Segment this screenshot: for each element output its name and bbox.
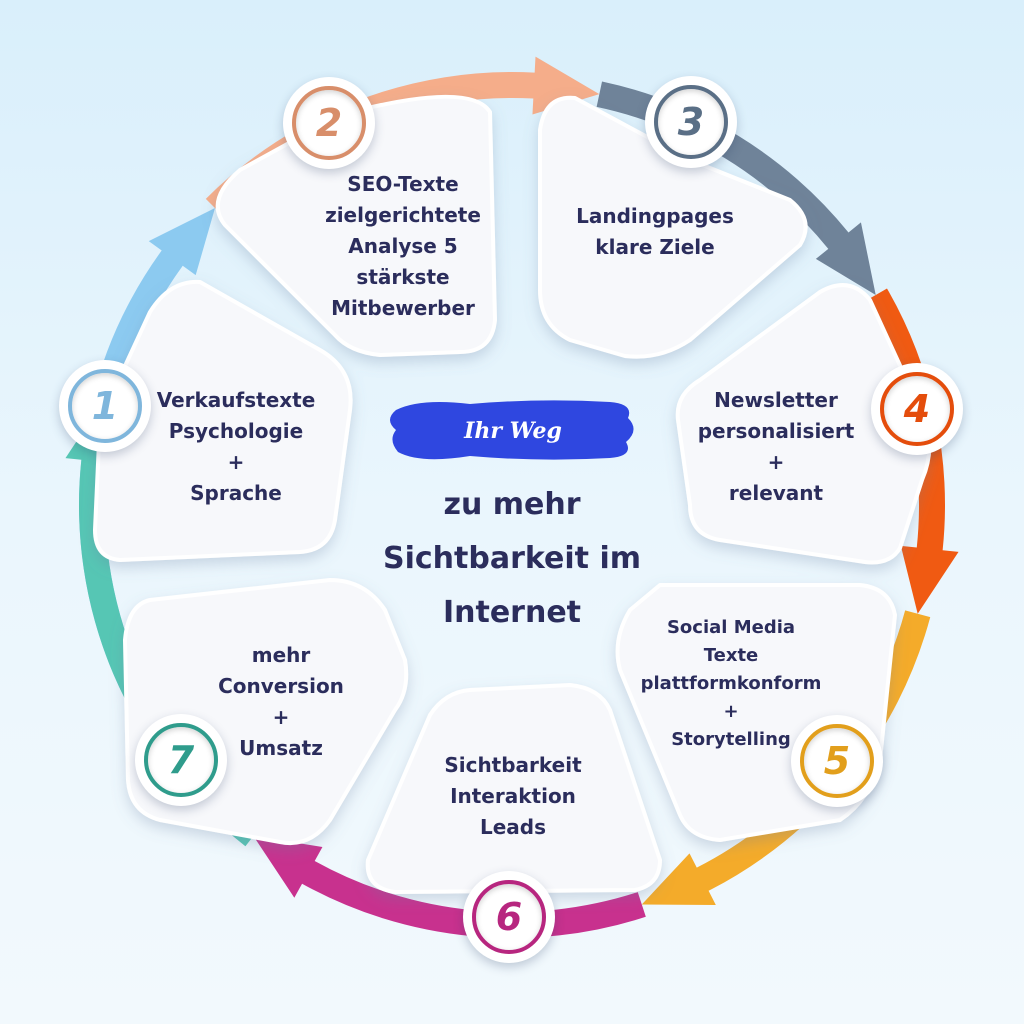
step-text-1: Verkaufstexte Psychologie + Sprache xyxy=(156,388,316,505)
step-badge-2: 2 xyxy=(283,77,375,169)
step-number-1: 1 xyxy=(91,384,119,428)
center-title-line-1: zu mehr xyxy=(443,487,581,522)
step-text-4: Newsletter personalisiert + relevant xyxy=(697,388,855,505)
panel-1 xyxy=(93,279,353,562)
step-number-4: 4 xyxy=(903,387,931,431)
center-tag: Ihr Weg xyxy=(390,401,636,461)
step-text-3: Landingpages klare Ziele xyxy=(576,204,734,259)
center-tag-brush xyxy=(390,400,634,460)
center-title-line-3: Internet xyxy=(442,595,582,630)
center-tag-label: Ihr Weg xyxy=(464,418,562,444)
step-badge-5: 5 xyxy=(791,715,883,807)
center-title: zu mehr Sichtbarkeit im Internet xyxy=(360,478,664,640)
step-number-5: 5 xyxy=(823,739,851,783)
step-text-6: Sichtbarkeit Interaktion Leads xyxy=(444,753,582,839)
cycle-arrow-4 xyxy=(864,288,959,614)
step-number-6: 6 xyxy=(495,895,523,939)
panel-4 xyxy=(675,283,932,565)
cycle-arrow-5 xyxy=(641,610,931,906)
step-badge-7: 7 xyxy=(135,714,227,806)
step-badge-3: 3 xyxy=(645,76,737,168)
step-text-5: Social Media Texte plattformkonform + St… xyxy=(640,617,822,750)
center-title-line-2: Sichtbarkeit im xyxy=(383,541,641,576)
panel-2 xyxy=(215,94,497,357)
step-text-7: mehr Conversion + Umsatz xyxy=(218,643,344,760)
step-text-2: SEO-Texte zielgerichtete Analyse 5 stärk… xyxy=(325,172,481,320)
step-number-2: 2 xyxy=(315,101,343,145)
step-badge-6: 6 xyxy=(463,871,555,963)
panel-6 xyxy=(365,683,662,894)
cycle-arrow-3 xyxy=(596,81,876,295)
cycle-arrow-2 xyxy=(205,56,600,218)
panel-3 xyxy=(538,95,808,359)
step-number-7: 7 xyxy=(167,738,195,782)
step-number-3: 3 xyxy=(677,100,705,144)
step-badge-4: 4 xyxy=(871,363,963,455)
step-badge-1: 1 xyxy=(59,360,151,452)
